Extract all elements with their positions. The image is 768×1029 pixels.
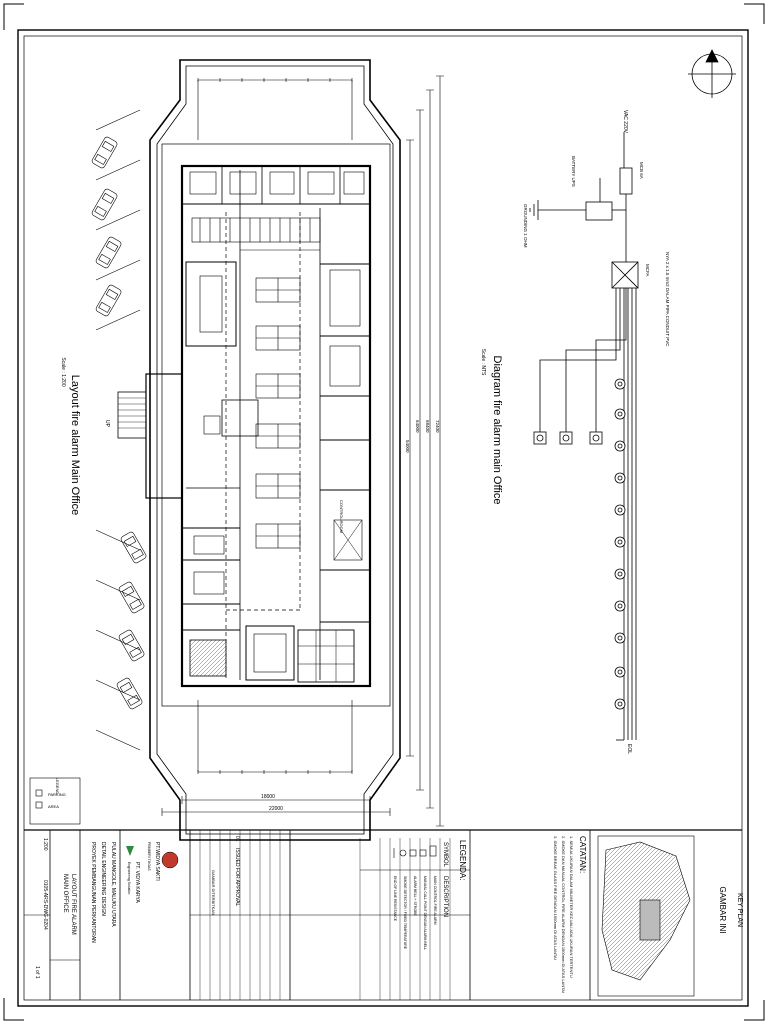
dim-length-1: 72400: [435, 420, 440, 433]
layout-title: Layout fire alarm Main Office: [69, 375, 81, 515]
office-walls: [180, 164, 372, 688]
consultant-sub: Engineering Solution: [127, 862, 131, 894]
desk-row-top: [191, 217, 321, 243]
dimension-lines: [406, 75, 444, 827]
catatan-note-1: 1. SEMUA UKURAN DALAM MILIMETER KECUALI …: [569, 836, 574, 978]
legend-row: END OF LINE RESISTANCE: [393, 876, 397, 922]
key-plan: [597, 835, 695, 997]
legend-row: MAIN CONTROL FIRE ALARM: [433, 876, 437, 925]
parking-legend-title: LEGEND: [55, 778, 60, 795]
catatan-title: CATATAN:: [578, 836, 587, 873]
dim-length-2: 68400: [425, 420, 430, 433]
outer-border: [17, 29, 749, 1007]
parking-cars: [91, 109, 147, 751]
diagram-battery-label: BATTERY UPS: [571, 156, 576, 187]
diagram-scale: Scale : NTS: [480, 349, 486, 376]
legend-row: SMOKE DETECTOR / FIXED TEMPERATURE: [403, 876, 407, 950]
north-arrow-icon: [688, 49, 736, 98]
project-line-2: DETAIL ENGINEERING DESIGN: [100, 842, 106, 916]
inner-border: [23, 35, 743, 1001]
diagram-title: Diagram fire alarm main Office: [491, 356, 503, 505]
legend-col-symbol: SYMBOL: [442, 842, 448, 868]
colonnade-bottom: [197, 700, 353, 774]
drawing-sheet: 1 of 1: [34, 966, 40, 979]
floor-plan: UP CONTROL ROOM: [104, 59, 444, 841]
alarm-riser-diagram: [529, 132, 639, 740]
key-plan-subtitle: GAMBAR INI: [718, 886, 727, 933]
dim-length-3: 64000: [415, 420, 420, 433]
drawing-title-1: LAYOUT FIRE ALARM: [70, 874, 76, 935]
fire-alarm-loop: [225, 212, 301, 680]
battery-ups: [585, 201, 613, 221]
corner-marks: [3, 3, 765, 1021]
diagram-cable-label: NYA 2 x 1.5 mm2 DALAM PIPA CONDUIT PVC: [665, 252, 670, 347]
catatan-note-2: 2. SMOKE DAN MANUAL CONTROL FIRE ALARM D…: [561, 836, 566, 993]
consultant-logo-icon: [126, 846, 134, 856]
key-plan-title: KEY PLAN: [736, 893, 743, 927]
stair-label: UP: [104, 420, 110, 428]
catatan-note-3: 3. SMOKE BREAK GLASS FIRE DENGAN 1500mm …: [553, 836, 558, 960]
entrance-lobby: [145, 373, 183, 499]
control-room-label: CONTROL ROOM: [339, 500, 344, 533]
project-line-1: PULAU MANGOLE, MALUKU UTARA: [110, 842, 116, 927]
revision-text: ISSUED FOR APPROVAL: [234, 848, 240, 906]
diagram-panel-label: MCFA: [645, 264, 650, 277]
workstation-clusters: [255, 277, 301, 549]
colonnade-top: [197, 78, 353, 140]
legend-symbols: [393, 845, 437, 858]
drawing-title-2: MAIN OFFICE: [62, 874, 68, 913]
layout-scale: Scale : 1:200: [60, 357, 66, 386]
drawing-number: 0105-ARS-DWG-0204: [42, 880, 48, 930]
building-outline: [149, 59, 401, 841]
legend-row: MANUAL CALL POINT DENGAN ALARM BELL: [423, 876, 427, 950]
revision-caption: GAMBAR DITERBITKAN: [211, 870, 216, 915]
dimension-lines-bottom: [161, 796, 391, 816]
diagram-eol-label: EOL: [626, 744, 632, 754]
right-rooms: [320, 263, 370, 623]
parking-legend-text-1: PARKING: [48, 792, 66, 797]
legend-col-description: DESCRIPTION: [442, 876, 448, 917]
diagram-ground-label: GROUNDING 1 OHM: [523, 204, 528, 248]
diagram-mcb-label: MCB 6A: [639, 162, 644, 179]
legend-title: LEGENDA:: [458, 840, 467, 880]
revision-number: 01: [234, 836, 240, 842]
parking-legend-text-2: AREA: [48, 804, 59, 809]
mcfa-panel: [611, 261, 639, 289]
owner-role: PEMBERI TUGAS: [147, 842, 151, 871]
project-line-3: PROYEK PEMBANGUNAN PERKANTORAN: [90, 842, 96, 943]
owner-logo-icon: [161, 851, 179, 869]
dim-width-2: 22000: [269, 806, 283, 812]
alarm-devices: [533, 431, 603, 445]
consultant-name: PT. VIDYA KARYA: [134, 862, 140, 904]
dim-length-4: 54000: [405, 440, 410, 453]
drawing-scale: 1:200: [42, 838, 48, 851]
top-room-furniture: [189, 171, 365, 195]
building-outline-inner: [156, 65, 394, 835]
stair: [117, 391, 147, 439]
diagram-power-label: VAC 220V: [622, 110, 628, 134]
dim-width-1: 18000: [261, 794, 275, 800]
title-block: [24, 829, 742, 1000]
detector-devices: [614, 378, 626, 710]
parking-legend: LEGEND PARKING AREA: [29, 777, 81, 825]
meeting-room: [185, 261, 237, 347]
owner-name: PT.WIDYA SAKTI: [154, 842, 160, 881]
legend-row: ALARM BELL + STROBE: [413, 876, 417, 917]
mcb-breaker: [619, 167, 633, 195]
